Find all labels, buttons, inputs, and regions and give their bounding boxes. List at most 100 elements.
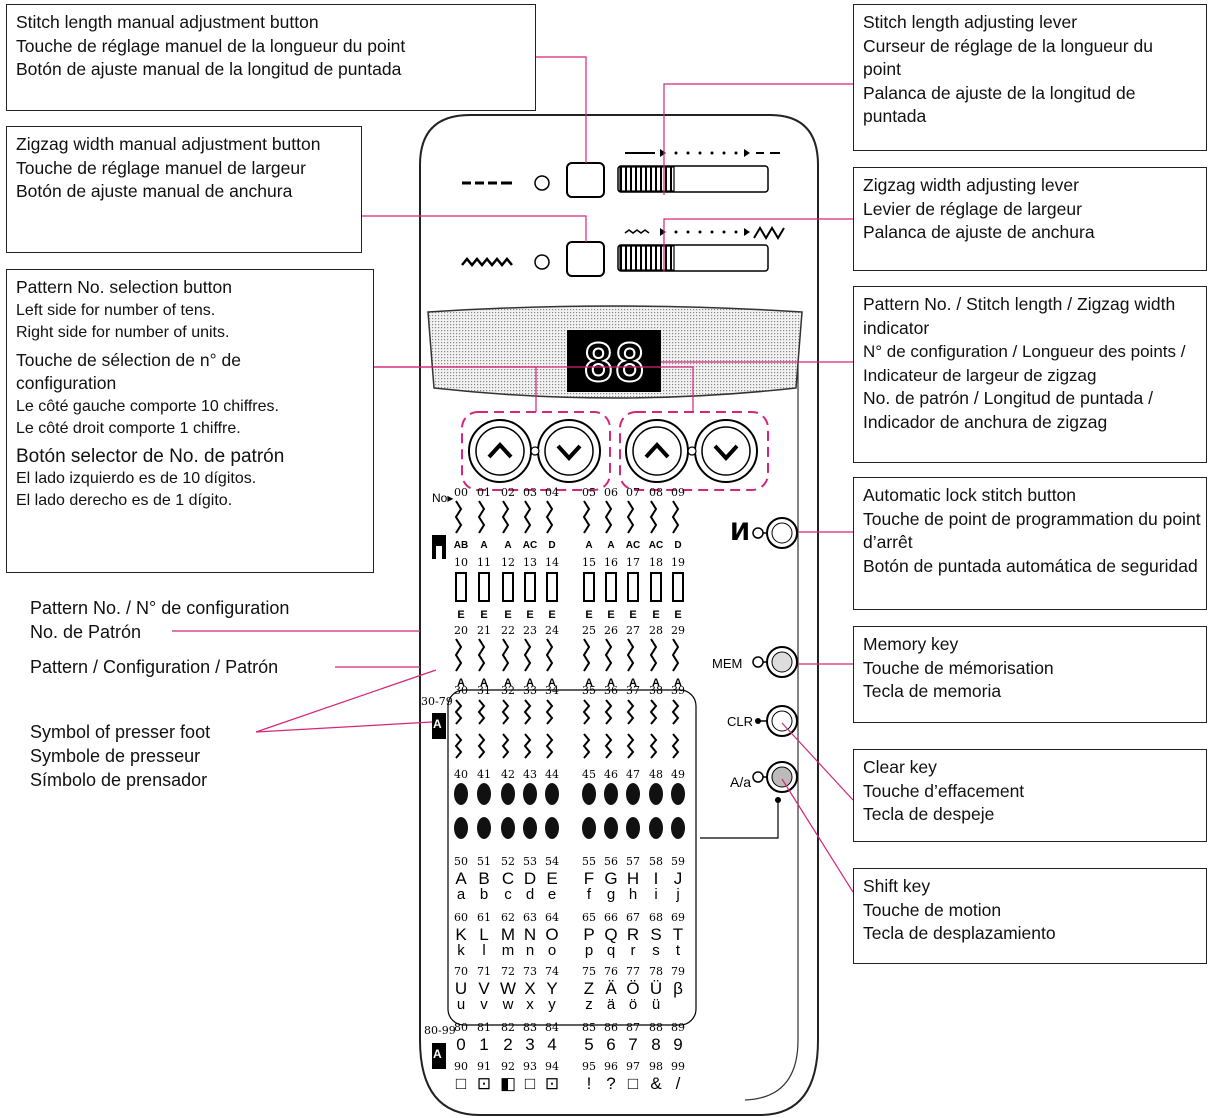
callout-zigzag-width-lever: Zigzag width adjusting lever Levier de r… [853,167,1207,271]
callout-stitch-length-lever: Stitch length adjusting lever Curseur de… [853,4,1207,151]
stitch-pattern-glyph [524,572,536,602]
character-pattern: J [674,869,683,888]
pattern-number: 91 [477,1060,491,1073]
character-pattern: O [545,925,558,944]
character-pattern: X [524,979,535,998]
presser-foot-letter: AC [523,540,537,551]
stitch-pattern-glyph [583,572,595,602]
character-pattern: β [673,979,683,998]
callout-stitch-length-button: Stitch length manual adjustment button T… [6,4,536,111]
stitch-pattern-glyph [477,817,491,839]
stitch-pattern-glyph [545,500,554,534]
pattern-number: 04 [545,486,559,499]
stitch-pattern-glyph [545,638,554,672]
units-down-button[interactable] [694,419,758,483]
pattern-number: 71 [477,965,491,978]
stitch-pattern-glyph [523,733,532,759]
stitch-pattern-glyph [582,783,596,805]
pattern-number: 38 [649,684,663,697]
character-pattern: □ [628,1074,638,1093]
pattern-number: 76 [604,965,618,978]
callout-memory-key: Memory key Touche de mémorisation Tecla … [853,626,1207,723]
lock-stitch-icon: И [730,518,750,546]
presser-foot-letter: E [607,609,614,621]
pattern-number: 63 [523,911,537,924]
character-pattern: Ü [650,979,662,998]
pattern-number: 84 [545,1021,559,1034]
character-pattern: g [607,886,615,903]
pattern-number: 10 [454,556,468,569]
stitch-pattern-glyph [649,699,658,725]
panel-outline [419,114,819,1116]
pattern-number: 61 [477,911,491,924]
character-pattern: / [676,1074,681,1093]
presser-foot-letter: D [548,540,555,551]
pattern-number: 89 [671,1021,685,1034]
pattern-number: 07 [626,486,640,499]
character-pattern: q [607,942,615,959]
up-arrow-icon [487,442,513,459]
pattern-number: 18 [649,556,663,569]
stitch-pattern-glyph [671,638,680,672]
pattern-number: 57 [626,855,640,868]
pattern-number: 21 [477,624,491,637]
leader-lines [172,56,854,893]
presser-foot-letter: D [674,540,681,551]
character-pattern: B [478,869,489,888]
character-pattern: 4 [547,1035,556,1054]
stitch-pattern-glyph [605,572,617,602]
shift-label: A/a [730,774,751,790]
stitch-pattern-glyph [626,733,635,759]
stitch-pattern-glyph [477,783,491,805]
stitch-pattern-glyph [523,500,532,534]
character-pattern: A [455,869,467,888]
pattern-number: 72 [501,965,515,978]
stitch-pattern-glyph [501,733,510,759]
character-pattern: □ [456,1074,466,1093]
stitch-pattern-glyph [477,733,486,759]
pattern-number: 58 [649,855,663,868]
pattern-number: 65 [582,911,596,924]
stitch-pattern-glyph [545,699,554,725]
tens-down-button[interactable] [537,419,601,483]
presser-foot-letter: A [607,540,614,551]
stitch-pattern-glyph [501,699,510,725]
presser-foot-symbol-top [432,535,446,559]
pattern-number: 33 [523,684,537,697]
stitch-pattern-glyph [582,500,591,534]
character-pattern: 0 [456,1035,465,1054]
presser-foot-letter: A [674,677,682,689]
up-arrow-icon [644,442,670,459]
stitch-length-manual-button[interactable] [566,162,605,198]
stitch-pattern-glyph [604,699,613,725]
character-pattern: 9 [673,1035,682,1054]
character-pattern: Ä [605,979,617,998]
zigzag-width-lever[interactable] [619,245,675,271]
stitch-length-scale [625,149,780,157]
stitch-pattern-glyph [671,500,680,534]
presser-foot-letter: A [629,677,637,689]
units-up-button[interactable] [625,419,689,483]
pattern-number: 62 [501,911,515,924]
pattern-number: 02 [501,486,515,499]
stitch-length-lever[interactable] [619,166,675,192]
pattern-number: 43 [523,768,537,781]
character-pattern: u [457,996,465,1013]
character-pattern: ü [652,996,660,1013]
stitch-pattern-glyph [523,638,532,672]
pattern-number: 34 [545,684,559,697]
pattern-number: 86 [604,1021,618,1034]
pattern-number: 50 [454,855,468,868]
zigzag-width-manual-button[interactable] [566,241,605,277]
pattern-number: 44 [545,768,559,781]
pattern-number: 98 [649,1060,663,1073]
character-pattern: 2 [503,1035,512,1054]
stitch-pattern-glyph [501,817,515,839]
pattern-number: 79 [671,965,685,978]
pattern-number: 73 [523,965,537,978]
character-pattern: ⊡ [477,1074,491,1093]
tens-up-button[interactable] [468,419,532,483]
pattern-number: 48 [649,768,663,781]
svg-text:A: A [433,1047,442,1061]
svg-text:A: A [433,717,442,731]
